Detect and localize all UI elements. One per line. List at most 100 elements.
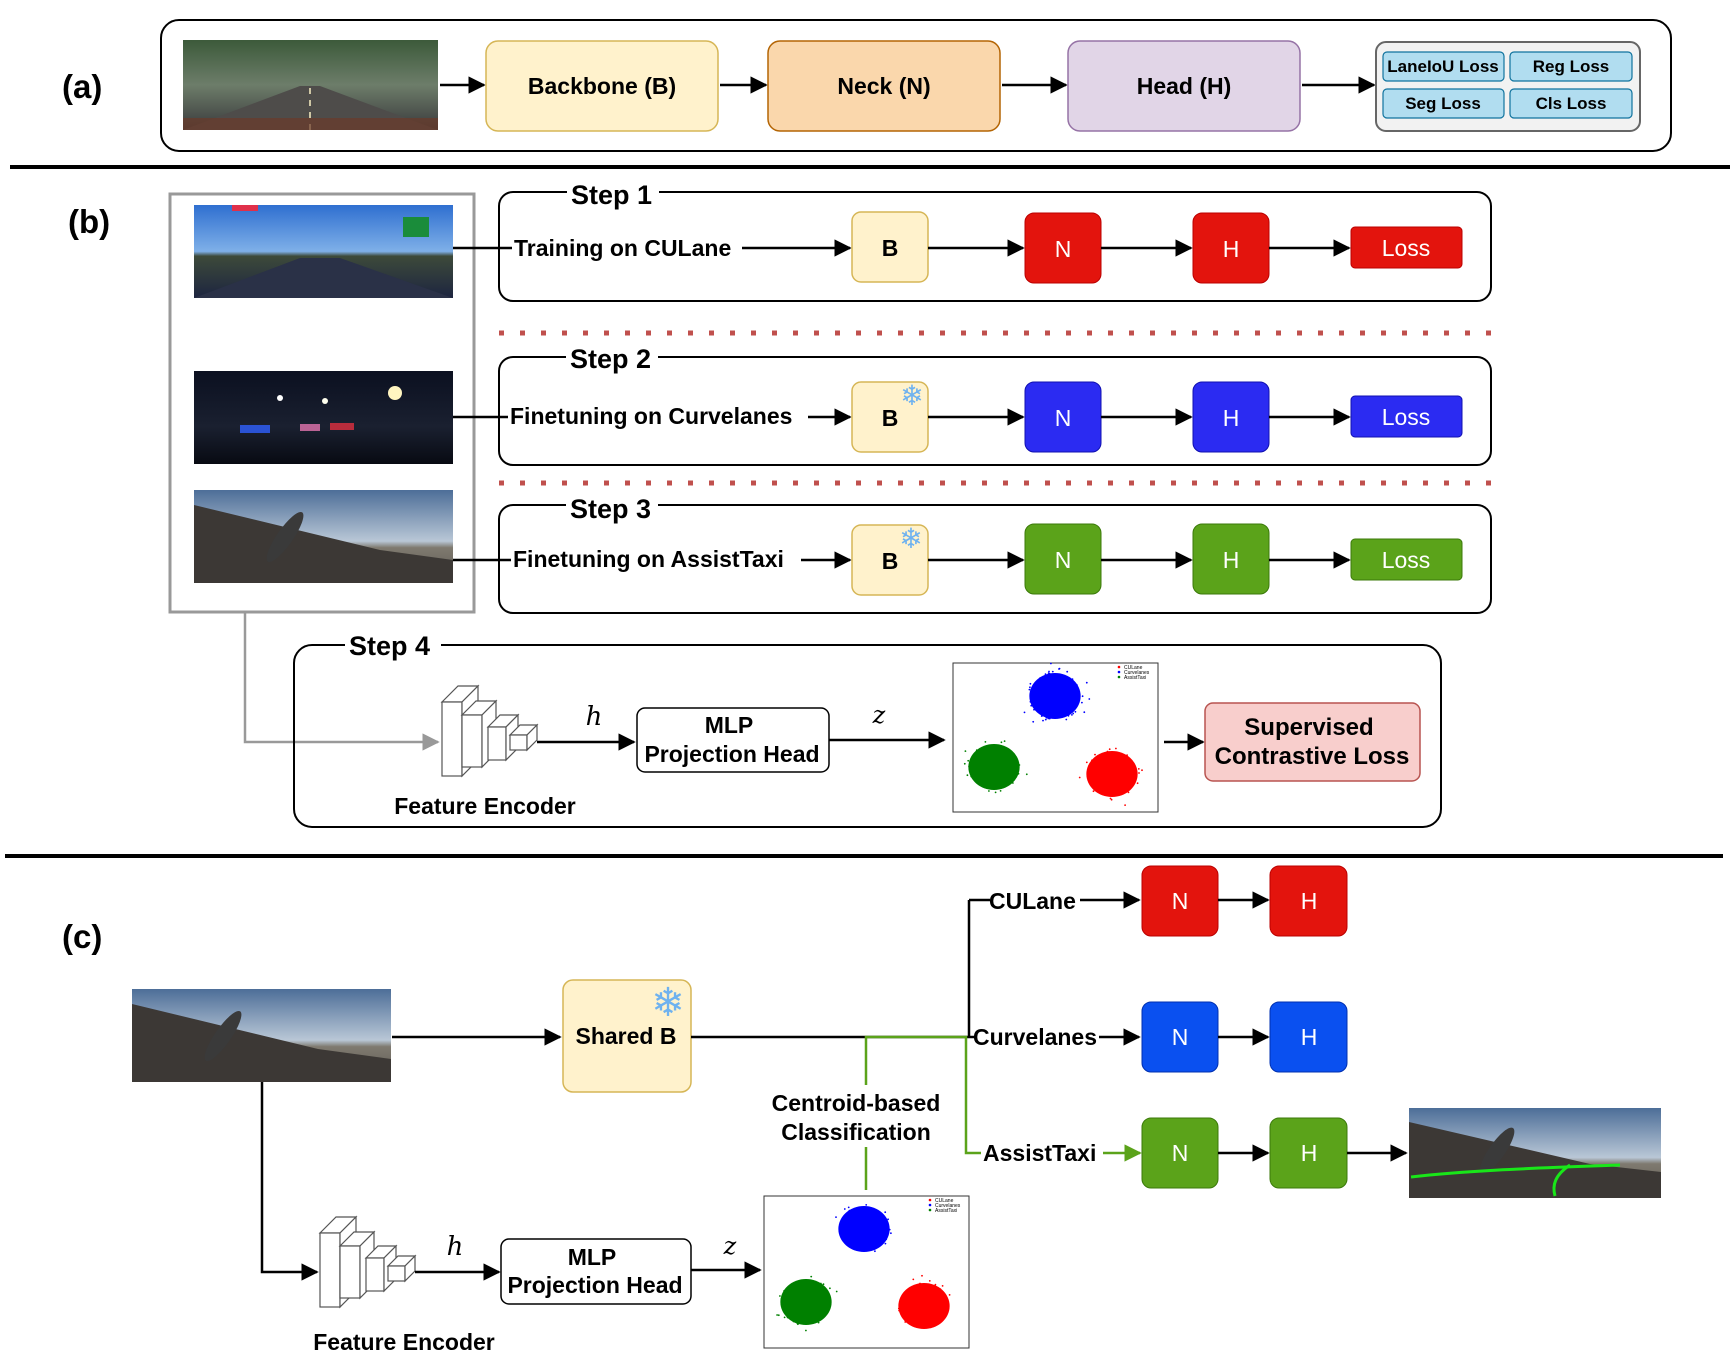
scatter-point — [1108, 769, 1111, 772]
scatter-point — [1029, 682, 1032, 685]
scatter-point — [800, 1317, 803, 1320]
contrastive-loss-line2: Contrastive Loss — [1215, 743, 1410, 770]
scatter-point — [1048, 699, 1051, 702]
scatter-point — [1066, 692, 1069, 694]
scatter-point — [863, 1234, 865, 1237]
scatter-point — [1094, 753, 1096, 756]
scatter-point — [886, 1228, 888, 1231]
scatter-point — [994, 782, 997, 785]
scatter-point — [938, 1311, 941, 1313]
scatter-point — [1008, 777, 1010, 780]
scatter-point — [1012, 770, 1015, 772]
scatter-point — [860, 1225, 863, 1228]
loss-chip-label: Cls Loss — [1536, 94, 1607, 113]
scatter-point — [871, 1225, 874, 1228]
scatter-point — [1003, 740, 1006, 742]
scatter-point — [1002, 761, 1005, 764]
scatter-point — [898, 1309, 900, 1312]
scatter-point — [921, 1274, 923, 1277]
scatter-point — [1092, 790, 1095, 793]
scatter-point — [926, 1317, 928, 1320]
scatter-point — [1029, 686, 1031, 689]
scatter-point — [1052, 703, 1055, 705]
scatter-point — [1059, 678, 1062, 680]
scatter-point — [877, 1224, 879, 1227]
scatter-point — [1118, 758, 1120, 761]
scatter-point — [1032, 720, 1035, 723]
scatter-point — [930, 1291, 933, 1293]
scatter-point — [966, 774, 969, 777]
scatter-point — [819, 1299, 821, 1302]
scatter-point — [799, 1293, 802, 1296]
scatter-point — [924, 1318, 927, 1320]
step-1-title: Step 1 — [571, 180, 652, 210]
scatter-point — [1064, 712, 1067, 715]
scatter-point — [911, 1306, 914, 1308]
scatter-point — [812, 1300, 814, 1303]
scatter-point — [1010, 773, 1013, 775]
scatter-point — [923, 1293, 926, 1296]
scatter-point — [810, 1275, 813, 1278]
scatter-point — [922, 1309, 924, 1311]
scatter-point — [1043, 693, 1045, 696]
scatter-point — [991, 759, 994, 761]
scatter-point — [919, 1282, 921, 1285]
scatter-point — [907, 1298, 909, 1301]
step-1-row: Step 1 Training on CULane B N H Loss — [453, 180, 1492, 302]
scatter-point — [819, 1294, 822, 1296]
scatter-point — [1007, 771, 1010, 774]
scatter-point — [919, 1296, 921, 1299]
scatter-point — [1061, 691, 1064, 694]
scatter-point — [797, 1309, 800, 1312]
scatter-point — [925, 1292, 928, 1295]
mlp-head-line1: MLP — [705, 712, 754, 738]
scatter-point — [975, 774, 977, 776]
scatter-point — [1017, 772, 1020, 775]
scatter-point — [964, 750, 967, 752]
scatter-point — [902, 1299, 905, 1302]
head-label: Head (H) — [1137, 73, 1232, 99]
scatter-point — [779, 1295, 781, 1297]
scatter-point — [800, 1309, 802, 1311]
scatter-point — [1118, 768, 1121, 771]
scatter-point — [813, 1284, 816, 1287]
scatter-point — [1098, 766, 1101, 768]
scatter-point — [1003, 755, 1005, 757]
scatter-point — [1053, 708, 1055, 710]
step-1-b: B — [882, 235, 899, 261]
scatter-point — [863, 1239, 866, 1242]
scatter-point — [904, 1321, 907, 1323]
scatter-point — [924, 1315, 926, 1318]
scatter-point — [911, 1301, 914, 1304]
scatter-point — [996, 772, 998, 775]
scatter-point — [911, 1304, 913, 1307]
scatter-point — [873, 1240, 876, 1243]
scatter-point — [932, 1288, 935, 1291]
step-1-h: H — [1223, 236, 1240, 262]
scatter-point — [1108, 762, 1111, 765]
scatter-point — [1105, 764, 1108, 767]
scatter-point — [948, 1294, 951, 1296]
scatter-point — [1049, 695, 1052, 698]
step-3-title: Step 3 — [570, 494, 651, 524]
scatter-point — [916, 1304, 919, 1307]
scatter-point — [908, 1299, 911, 1301]
scatter-point — [798, 1296, 801, 1298]
scatter-point — [828, 1294, 830, 1296]
scatter-point — [1042, 709, 1044, 711]
scatter-point — [1127, 763, 1130, 766]
scatter-point — [921, 1315, 924, 1318]
scatter-point — [789, 1311, 792, 1314]
step-3-n: N — [1055, 547, 1072, 573]
scatter-point — [934, 1316, 937, 1319]
scatter-point — [940, 1302, 943, 1305]
legend-assisttaxi: AssistTaxi — [1124, 675, 1146, 681]
scatter-point — [1050, 662, 1052, 665]
scatter-point — [798, 1303, 800, 1306]
scatter-point — [825, 1292, 828, 1295]
loss-chip-label: Seg Loss — [1405, 94, 1481, 113]
scatter-point — [783, 1316, 786, 1319]
scatter-point — [1129, 786, 1132, 789]
scatter-point — [1029, 700, 1032, 703]
scatter-point — [802, 1314, 805, 1317]
